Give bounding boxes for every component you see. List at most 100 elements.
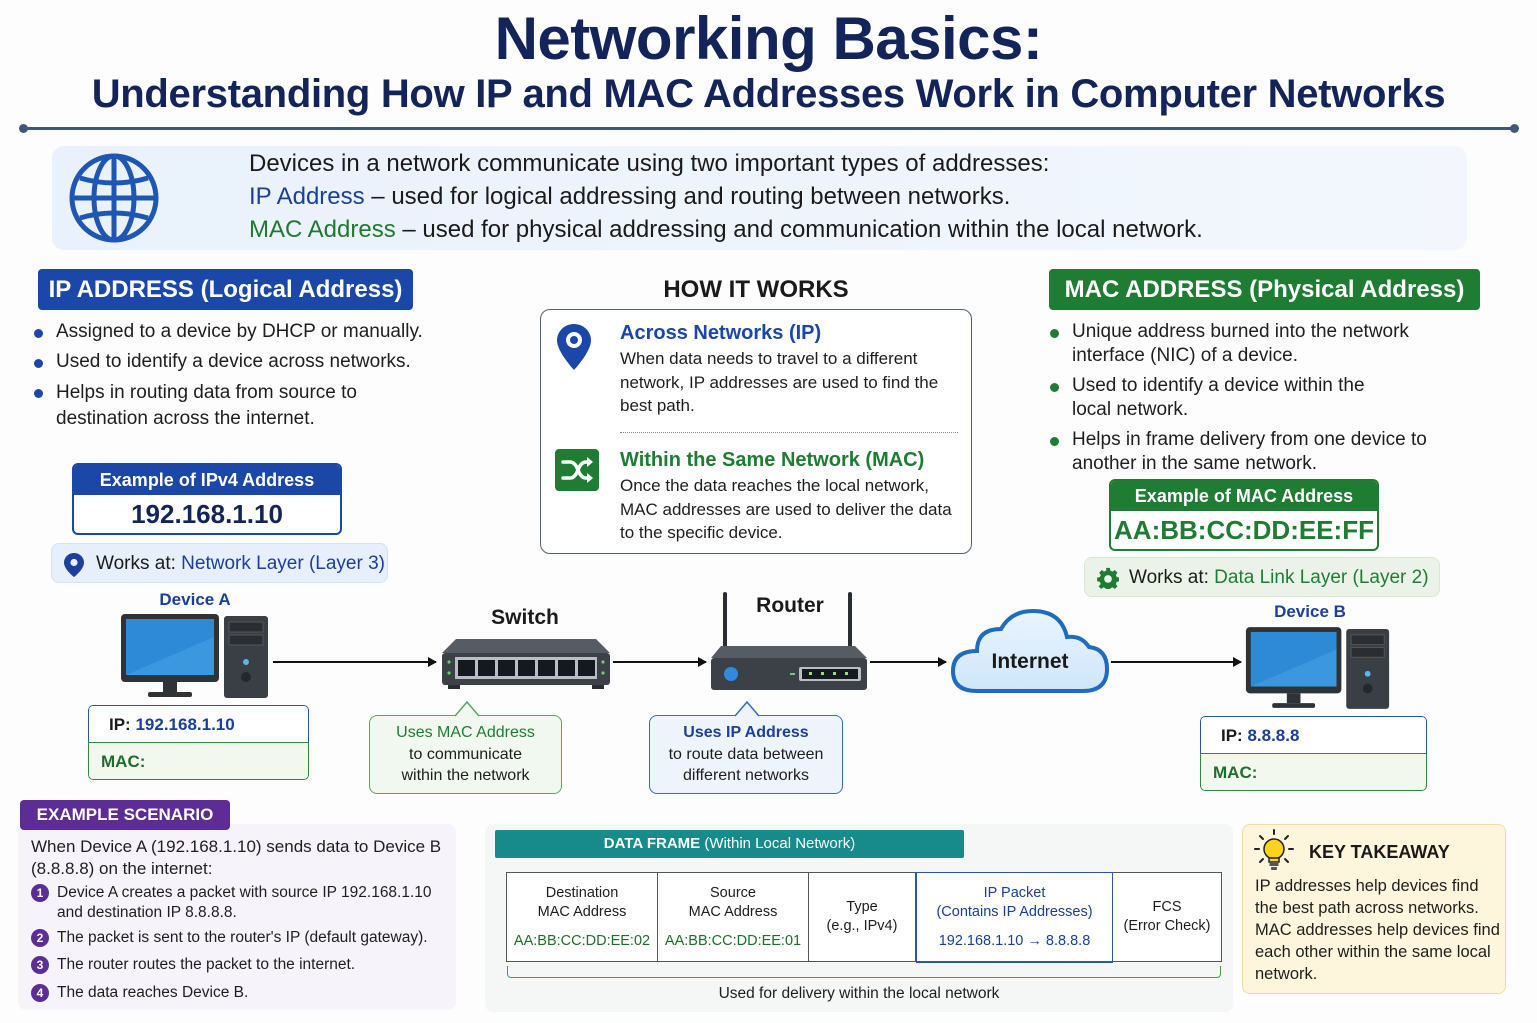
data-frame-subtitle: (Within Local Network) bbox=[700, 835, 856, 852]
ip-bullet: Assigned to a device by DHCP or manually… bbox=[34, 320, 474, 344]
router-label: Router bbox=[756, 594, 824, 617]
works-at-label: Works at: bbox=[96, 553, 182, 574]
callout-pointer bbox=[735, 701, 759, 717]
ipv4-example-value: 192.168.1.10 bbox=[131, 499, 283, 529]
scenario-intro: When Device A (192.168.1.10) sends data … bbox=[31, 837, 442, 878]
field-subtitle: MAC Address bbox=[537, 903, 627, 920]
router-callout-key: Uses IP Address bbox=[683, 724, 809, 741]
mac-example-value: AA:BB:CC:DD:EE:FF bbox=[1114, 515, 1374, 545]
mac-bullet: Used to identify a device within the loc… bbox=[1050, 374, 1390, 422]
works-at-label: Works at: bbox=[1129, 567, 1215, 588]
scenario-step: 2 The packet is sent to the router's IP (… bbox=[31, 928, 451, 948]
device-a-address-box: IP: 192.168.1.10 MAC: AA:BB:CC:DD:EE:01 bbox=[88, 705, 309, 780]
ip-description: – used for logical addressing and routin… bbox=[364, 183, 1011, 210]
how-mac-text: Once the data reaches the local network,… bbox=[620, 476, 952, 542]
key-takeaway-title: KEY TAKEAWAY bbox=[1309, 842, 1450, 862]
device-a-label: Device A bbox=[159, 590, 231, 609]
ip-section-header: IP ADDRESS (Logical Address) bbox=[38, 269, 413, 310]
field-title: Type bbox=[846, 899, 878, 915]
how-it-works-panel: Across Networks (IP) When data needs to … bbox=[540, 309, 972, 554]
mac-description: – used for physical addressing and commu… bbox=[395, 216, 1203, 243]
data-frame-header: DATA FRAME (Within Local Network) bbox=[495, 830, 964, 858]
frame-field-fcs: FCS (Error Check) bbox=[1113, 873, 1221, 961]
field-subtitle: (Error Check) bbox=[1123, 918, 1211, 934]
device-a-mac: MAC: AA:BB:CC:DD:EE:01 bbox=[88, 742, 309, 780]
field-value: 192.168.1.10 → 8.8.8.8 bbox=[938, 932, 1091, 949]
ip-label: IP: bbox=[1221, 726, 1248, 745]
switch-icon bbox=[442, 639, 610, 689]
step-text: Device A creates a packet with source IP… bbox=[57, 884, 432, 921]
key-takeaway-text: IP addresses help devices find the best … bbox=[1255, 877, 1500, 983]
divider-dot-left bbox=[19, 124, 28, 133]
router-callout-text: to route data between different networks bbox=[668, 745, 824, 785]
lightbulb-icon bbox=[1254, 829, 1294, 870]
data-frame-title: DATA FRAME bbox=[603, 835, 701, 852]
callout-pointer bbox=[455, 701, 479, 717]
device-b-mac: MAC: AA:BB:CC:DD:EE:02 bbox=[1200, 753, 1427, 791]
ipv4-example-box: Example of IPv4 Address 192.168.1.10 bbox=[72, 463, 342, 535]
device-b-ip-value: 8.8.8.8 bbox=[1247, 726, 1300, 745]
field-subtitle: (Contains IP Addresses) bbox=[936, 903, 1093, 920]
frame-field-dest-mac: Destination MAC Address AA:BB:CC:DD:EE:0… bbox=[507, 873, 658, 961]
link-arrow-internet-b bbox=[1111, 657, 1242, 667]
ipv4-example-label: Example of IPv4 Address bbox=[74, 465, 340, 495]
delivery-brace-label: Used for delivery within the local netwo… bbox=[718, 985, 1000, 1002]
step-text: The router routes the packet to the inte… bbox=[57, 956, 356, 973]
device-b-label: Device B bbox=[1274, 602, 1346, 621]
device-a-ip: IP: 192.168.1.10 bbox=[88, 705, 309, 742]
switch-label: Switch bbox=[491, 606, 559, 629]
link-arrow-switch-router bbox=[613, 657, 707, 667]
computer-icon bbox=[1245, 627, 1390, 709]
ip-bullet-list: Assigned to a device by DHCP or manually… bbox=[34, 320, 474, 438]
how-ip-heading: Across Networks (IP) bbox=[620, 322, 822, 344]
intro-mac-line: MAC Address – used for physical addressi… bbox=[249, 216, 1203, 244]
field-title: Destination bbox=[545, 884, 619, 901]
frame-field-type: Type (e.g., IPv4) bbox=[809, 873, 916, 961]
mac-example-label: Example of MAC Address bbox=[1111, 481, 1377, 511]
page-title: Networking Basics: bbox=[494, 5, 1043, 72]
data-frame-table: Destination MAC Address AA:BB:CC:DD:EE:0… bbox=[506, 871, 1222, 963]
location-pin-icon bbox=[64, 553, 84, 577]
how-mac-heading: Within the Same Network (MAC) bbox=[620, 449, 925, 471]
scenario-panel bbox=[18, 824, 456, 1010]
ip-layer-value: Network Layer (Layer 3) bbox=[181, 553, 385, 574]
device-b-ip: IP: 8.8.8.8 bbox=[1200, 716, 1427, 753]
link-arrow-a-switch bbox=[273, 657, 437, 667]
step-text: The packet is sent to the router's IP (d… bbox=[57, 929, 428, 946]
field-subtitle: (e.g., IPv4) bbox=[826, 918, 898, 934]
mac-bullet: Helps in frame delivery from one device … bbox=[1050, 428, 1430, 476]
title-divider bbox=[19, 124, 1519, 133]
mac-example-box: Example of MAC Address AA:BB:CC:DD:EE:FF bbox=[1109, 479, 1379, 551]
field-value: AA:BB:CC:DD:EE:02 bbox=[513, 932, 651, 949]
key-takeaway-panel bbox=[1242, 824, 1506, 994]
intro-panel: Devices in a network communicate using t… bbox=[52, 146, 1467, 250]
mac-term: MAC Address bbox=[249, 216, 396, 243]
ip-bullet: Helps in routing data from source to des… bbox=[34, 380, 374, 432]
step-number-badge: 4 bbox=[31, 984, 49, 1002]
how-it-works-title: HOW IT WORKS bbox=[663, 276, 849, 303]
how-divider bbox=[620, 432, 958, 433]
ip-term: IP Address bbox=[249, 183, 365, 210]
router-icon bbox=[711, 592, 867, 690]
gear-icon bbox=[1097, 567, 1119, 589]
mac-bullet-list: Unique address burned into the network i… bbox=[1050, 320, 1490, 482]
router-callout: Uses IP Address to route data between di… bbox=[649, 701, 843, 794]
step-number-badge: 2 bbox=[31, 929, 49, 947]
mac-section-header: MAC ADDRESS (Physical Address) bbox=[1049, 269, 1480, 310]
field-subtitle: MAC Address bbox=[688, 903, 778, 920]
frame-field-src-mac: Source MAC Address AA:BB:CC:DD:EE:01 bbox=[658, 873, 809, 961]
mac-bullet: Unique address burned into the network i… bbox=[1050, 320, 1430, 368]
mac-layer-badge: Works at: Data Link Layer (Layer 2) bbox=[1084, 557, 1440, 597]
how-ip-text: When data needs to travel to a different… bbox=[620, 349, 939, 415]
field-title: Source bbox=[710, 884, 756, 901]
step-number-badge: 3 bbox=[31, 956, 49, 974]
device-a-ip-value: 192.168.1.10 bbox=[135, 715, 235, 734]
device-b-address-box: IP: 8.8.8.8 MAC: AA:BB:CC:DD:EE:02 bbox=[1200, 716, 1427, 791]
mac-layer-value: Data Link Layer (Layer 2) bbox=[1214, 567, 1429, 588]
switch-callout-key: Uses MAC Address bbox=[396, 724, 535, 741]
intro-line: Devices in a network communicate using t… bbox=[249, 150, 1050, 177]
page-subtitle: Understanding How IP and MAC Addresses W… bbox=[91, 72, 1446, 116]
delivery-brace bbox=[507, 966, 1221, 978]
intro-ip-line: IP Address – used for logical addressing… bbox=[249, 183, 1010, 211]
